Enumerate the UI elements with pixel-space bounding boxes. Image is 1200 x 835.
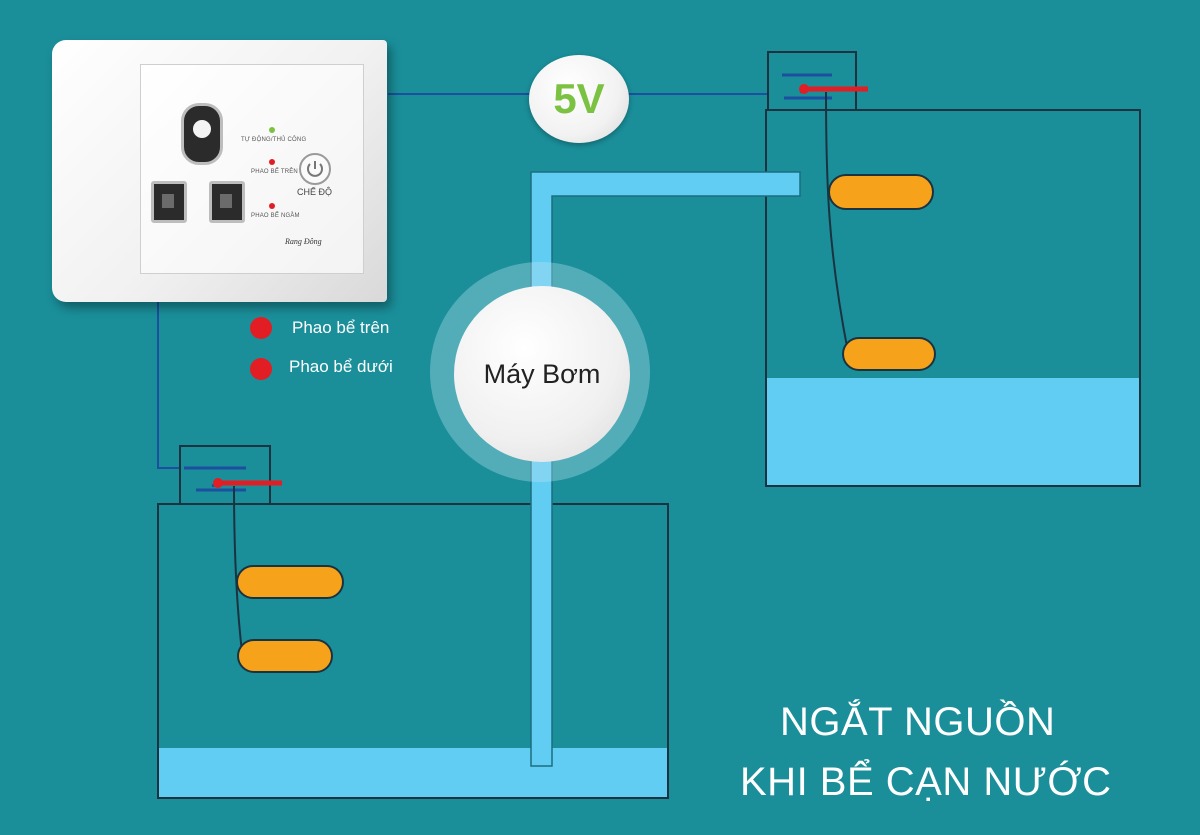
right-plug-outlet-icon <box>209 181 245 223</box>
legend-label-upper-float: Phao bể trên <box>292 318 390 337</box>
legend-label-lower-float: Phao bể dưới <box>289 357 393 376</box>
lower-float-cable <box>233 485 243 653</box>
lower-tank <box>157 503 669 799</box>
lower-tank-outline <box>157 503 669 799</box>
power-icon <box>307 161 323 177</box>
round-plug-outlet-icon <box>181 103 223 165</box>
power-badge: 5V <box>529 55 629 143</box>
socket-faceplate: TỰ ĐỘNG/THỦ CÔNG PHAO BỂ TRÊN PHAO BỂ NG… <box>140 64 364 274</box>
upper-float-bottom <box>842 337 936 371</box>
lower-float-top <box>236 565 344 599</box>
upper-switch-pivot <box>799 84 809 94</box>
mode-power-button[interactable] <box>299 153 331 185</box>
legend-dot-lower-float <box>250 358 272 380</box>
led-label-auto-manual: TỰ ĐỘNG/THỦ CÔNG <box>241 137 307 143</box>
lower-switch-pivot <box>213 478 223 488</box>
led-upper-float <box>269 159 275 165</box>
upper-float-top <box>828 174 934 210</box>
caption-line-2: KHI BỂ CẠN NƯỚC <box>740 760 1112 804</box>
wire-socket-to-lower-switch <box>157 302 180 469</box>
upper-float-switch <box>767 51 936 371</box>
lower-tank-water <box>158 748 668 798</box>
upper-tank-water <box>766 378 1140 486</box>
upper-float-cable <box>825 91 849 353</box>
led-label-upper-float: PHAO BỂ TRÊN <box>251 169 298 175</box>
mode-label: CHẾ ĐỘ <box>297 187 333 197</box>
left-plug-outlet-icon <box>151 181 187 223</box>
lower-float-bottom <box>237 639 333 673</box>
caption-line-1: NGẮT NGUỒN <box>780 700 1056 744</box>
pump: Máy Bơm <box>454 286 630 462</box>
brand-logo: Rang Đông <box>285 237 322 246</box>
led-label-lower-float: PHAO BỂ NGẦM <box>251 213 300 219</box>
legend-dot-upper-float <box>250 317 272 339</box>
wires <box>157 93 768 469</box>
wall-socket: TỰ ĐỘNG/THỦ CÔNG PHAO BỂ TRÊN PHAO BỂ NG… <box>52 40 387 302</box>
lower-float-switch <box>179 445 344 673</box>
led-auto-manual <box>269 127 275 133</box>
upper-tank-outline <box>765 109 1141 487</box>
upper-tank <box>765 109 1141 487</box>
lower-switch-box <box>179 445 271 505</box>
upper-switch-box <box>767 51 857 111</box>
led-lower-float <box>269 203 275 209</box>
water-pipe <box>530 171 801 767</box>
